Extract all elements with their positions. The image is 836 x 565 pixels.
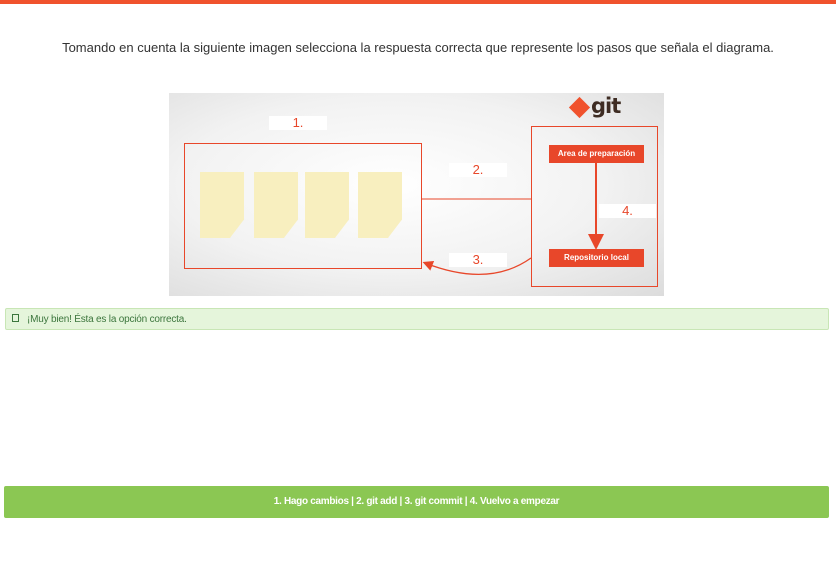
repository-box (531, 126, 658, 287)
step-label-3: 3. (449, 253, 507, 267)
step-label-1: 1. (269, 116, 327, 130)
local-repository-label: Repositorio local (549, 249, 644, 267)
diagram-arrows (422, 163, 604, 276)
file-icon (358, 172, 402, 238)
staging-area-label: Area de preparación (549, 145, 644, 163)
file-icon (200, 172, 244, 238)
feedback-alert: ¡Muy bien! Ésta es la opción correcta. (5, 308, 829, 330)
step-label-4: 4. (599, 204, 656, 218)
commit-return-arrow (422, 257, 532, 276)
file-icon (254, 172, 298, 238)
git-diagram: git Area de preparación Repositorio loca… (169, 93, 664, 296)
square-icon (12, 314, 19, 322)
file-icon (305, 172, 349, 238)
top-accent-bar (0, 0, 836, 4)
step-label-2: 2. (449, 163, 507, 177)
git-logo-text: git (591, 94, 621, 118)
working-directory-box (184, 143, 422, 269)
feedback-text: ¡Muy bien! Ésta es la opción correcta. (27, 314, 187, 325)
question-text: Tomando en cuenta la siguiente imagen se… (62, 40, 774, 55)
answer-option-button[interactable]: 1. Hago cambios | 2. git add | 3. git co… (4, 486, 829, 518)
